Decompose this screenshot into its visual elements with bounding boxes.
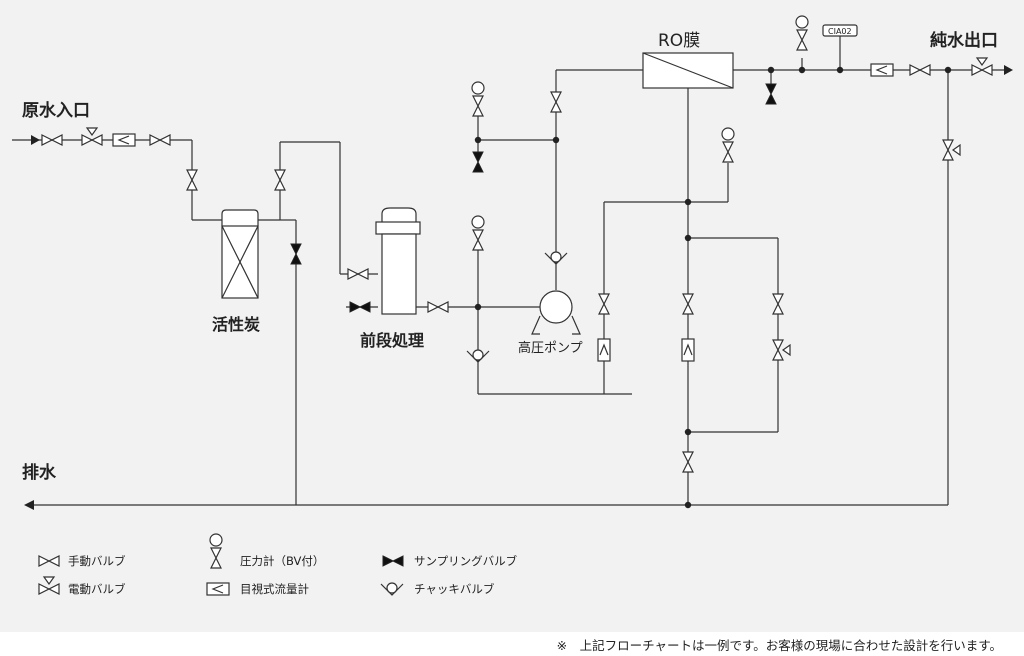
pressure-gauge-icon [471, 215, 485, 251]
manual-valve-icon[interactable] [347, 268, 369, 280]
footnote-text: ※ 上記フローチャートは一例です。お客様の現場に合わせた設計を行います。 [556, 638, 1002, 653]
manual-valve-icon[interactable] [427, 301, 449, 313]
manual-valve-icon[interactable] [274, 169, 286, 191]
high-pressure-pump [531, 290, 581, 335]
outlet-arrow [1004, 65, 1013, 75]
legend-label: 手動バルブ [68, 554, 126, 568]
activated-carbon-label: 活性炭 [212, 315, 260, 334]
pure-water-outlet-label: 純水出口 [930, 30, 998, 51]
legend-item-pressure-gauge: 圧力計（BV付） [209, 533, 324, 569]
legend-item-sampling-valve: サンプリングバルブ [382, 554, 518, 568]
motorized-valve-icon[interactable] [81, 127, 103, 146]
high-pressure-pump-label: 高圧ポンプ [518, 340, 583, 356]
conductivity-instrument [822, 24, 858, 37]
legend-item-flowmeter: 目視式流量計 [206, 582, 309, 596]
drain-arrow [24, 500, 34, 510]
check-valve-icon[interactable] [466, 349, 490, 363]
sampling-valve-icon[interactable] [290, 243, 302, 265]
sampling-valve-icon[interactable] [349, 301, 371, 313]
manual-valve-icon[interactable] [41, 134, 63, 146]
motorized-valve-icon[interactable] [942, 139, 961, 161]
manual-valve-icon[interactable] [186, 169, 198, 191]
footnote-bar: ※ 上記フローチャートは一例です。お客様の現場に合わせた設計を行います。 [0, 632, 1024, 656]
manual-valve-icon[interactable] [772, 293, 784, 315]
motorized-valve-icon [38, 576, 60, 595]
manual-valve-icon[interactable] [682, 293, 694, 315]
sampling-valve-icon[interactable] [472, 151, 484, 173]
legend-label: 圧力計（BV付） [240, 554, 324, 568]
manual-valve-icon[interactable] [550, 91, 562, 113]
activated-carbon-filter [221, 209, 259, 299]
motorized-valve-icon[interactable] [971, 57, 993, 76]
motorized-valve-icon[interactable] [772, 339, 791, 361]
flowmeter-icon [597, 338, 611, 362]
drain-label: 排水 [22, 462, 57, 483]
check-valve-icon [380, 582, 404, 596]
legend-item-motorized-valve: 電動バルブ [38, 576, 126, 596]
legend-label: サンプリングバルブ [414, 554, 518, 568]
pressure-gauge-icon [721, 127, 735, 163]
flowmeter-icon [112, 133, 136, 147]
ro-membrane-vessel [642, 52, 734, 89]
pressure-gauge-icon [209, 533, 223, 569]
pretreatment-vessel [375, 207, 421, 315]
flowmeter-icon [870, 63, 894, 77]
sampling-valve-icon[interactable] [765, 83, 777, 105]
pretreatment-label: 前段処理 [360, 331, 424, 350]
legend-item-manual-valve: 手動バルブ [38, 554, 126, 568]
legend-label: 目視式流量計 [240, 582, 309, 596]
manual-valve-icon [38, 555, 60, 567]
manual-valve-icon[interactable] [598, 293, 610, 315]
pressure-gauge-icon [795, 15, 809, 51]
legend: 手動バルブ 電動バルブ 圧力計（BV付） 目視式流量計 サンプリングバルブ チャ… [38, 533, 518, 596]
legend-label: 電動バルブ [68, 582, 126, 596]
legend-item-check-valve: チャッキバルブ [380, 582, 495, 596]
sampling-valve-icon [382, 555, 404, 567]
manual-valve-icon[interactable] [149, 134, 171, 146]
instrument-tag-label: CIA02 [828, 27, 852, 36]
manual-valve-icon[interactable] [682, 451, 694, 473]
ro-membrane-label: RO膜 [658, 31, 700, 51]
flowmeter-icon [206, 582, 230, 596]
legend-label: チャッキバルブ [414, 582, 495, 596]
raw-water-inlet-label: 原水入口 [22, 100, 90, 121]
junction-dots [474, 66, 952, 509]
flowmeter-icon [681, 338, 695, 362]
inlet-arrow [31, 135, 40, 145]
manual-valve-icon[interactable] [909, 64, 931, 76]
check-valve-icon[interactable] [544, 251, 568, 265]
pressure-gauge-icon [471, 81, 485, 117]
